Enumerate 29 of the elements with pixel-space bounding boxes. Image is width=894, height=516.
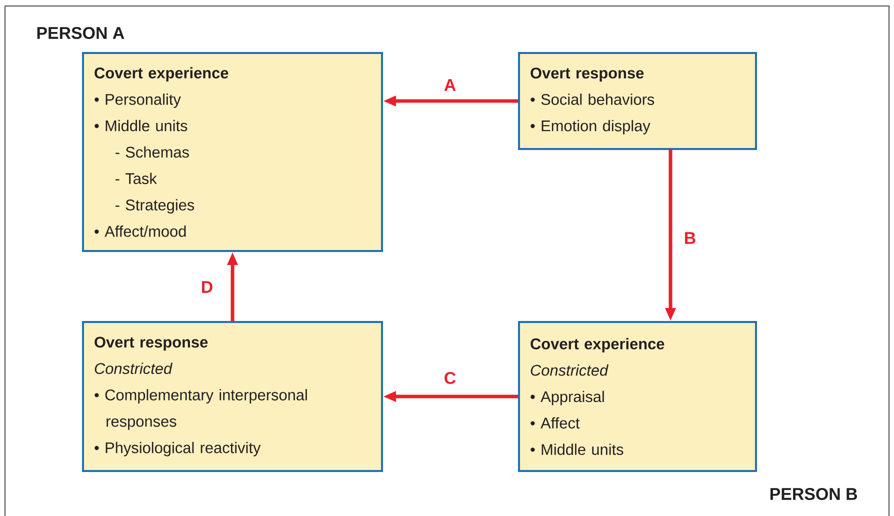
box-heading: Overt response (530, 68, 644, 82)
bullet-item: • Middle units (530, 444, 624, 455)
edge-label: C (444, 372, 456, 384)
process-box (82, 321, 383, 472)
edge-label: B (685, 232, 696, 244)
bullet-item: • Affect/mood (94, 226, 186, 237)
box-heading: Covert experience (530, 338, 664, 352)
edge-label: D (202, 281, 212, 293)
sub-item: - Strategies (116, 199, 194, 214)
person-label: PERSON B (770, 488, 858, 500)
box-heading: Overt response (94, 336, 208, 351)
bullet-item: • Complementary interpersonal responses (94, 389, 307, 430)
bullet-item: • Personality (94, 94, 181, 108)
process-box (518, 321, 757, 472)
edge-label: A (444, 79, 456, 91)
person-label: PERSON A (37, 27, 124, 39)
sub-item: - Schemas (116, 146, 189, 158)
process-box (518, 52, 757, 150)
bullet-item: • Physiological reactivity (94, 442, 261, 456)
process-box (82, 52, 383, 252)
bullet-item: • Affect (530, 417, 580, 429)
box-subtitle: Constricted (530, 364, 608, 376)
box-subtitle: Constricted (94, 362, 173, 374)
bullet-item: • Appraisal (530, 390, 604, 406)
bullet-item: • Emotion display (530, 120, 650, 134)
bullet-item: • Social behaviors (530, 94, 654, 105)
bullet-item: • Middle units (94, 120, 188, 132)
sub-item: - Task (116, 172, 157, 184)
box-heading: Covert experience (94, 67, 228, 82)
